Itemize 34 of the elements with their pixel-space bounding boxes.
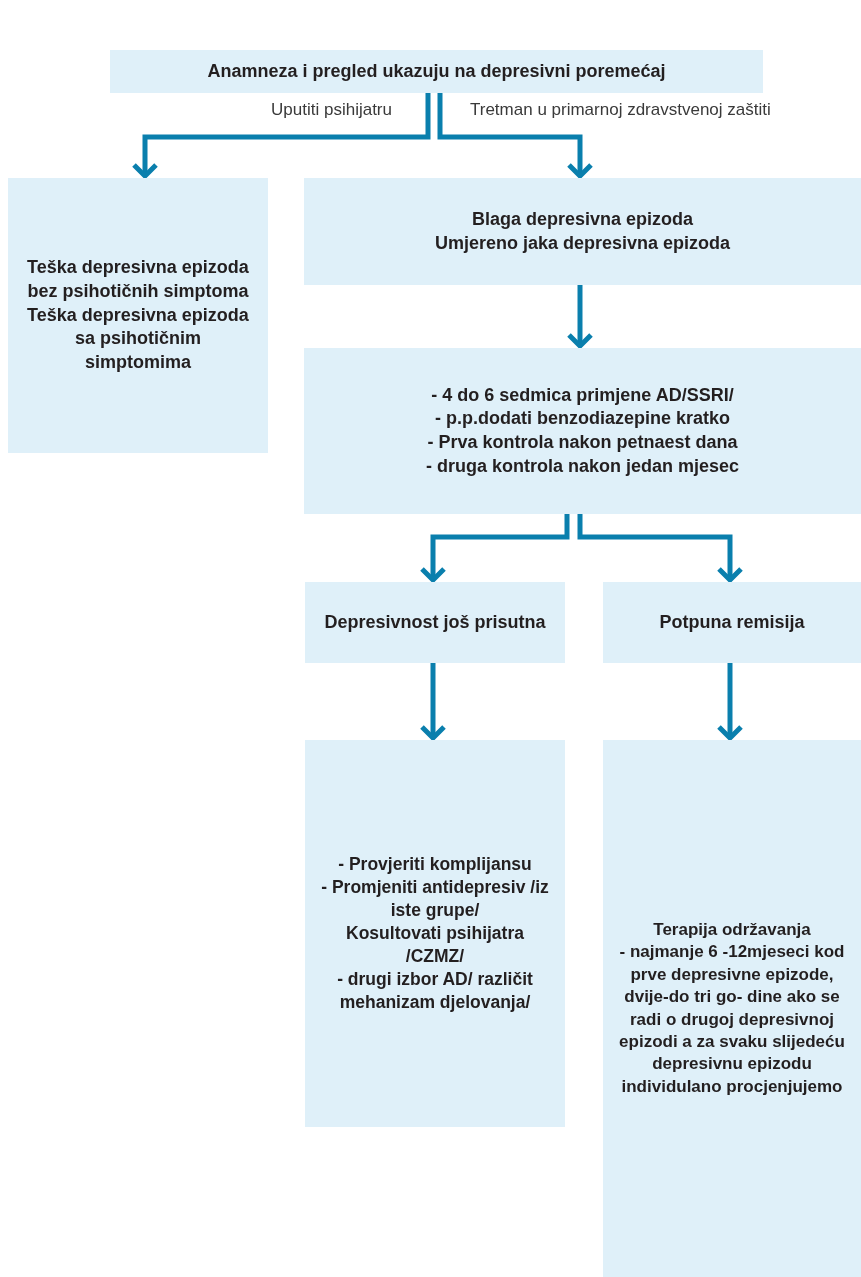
arrow — [437, 93, 594, 179]
arrow — [716, 663, 744, 741]
box-text: - drugi izbor AD/ različit mehanizam djelovanja/ — [336, 968, 534, 1015]
arrow — [577, 514, 744, 583]
arrow — [419, 663, 447, 741]
box-text: Terapija održavanja — [653, 918, 811, 941]
arrow — [419, 514, 570, 583]
box-text: - Prva kontrola nakon petnaest dana — [427, 431, 738, 454]
arrow — [131, 93, 431, 179]
process-box — [8, 178, 268, 453]
box-text: Depresivnost još prisutna — [324, 610, 546, 634]
box-text: - druga kontrola nakon jedan mjesec — [425, 454, 740, 478]
arrow — [566, 285, 594, 349]
box-text: Umjereno jaka depresivna epizoda — [434, 231, 731, 255]
box-text: - p.p.dodati benzodiazepine kratko — [435, 407, 730, 431]
box-text: - Provjeriti komplijansu — [338, 852, 532, 876]
process-box — [304, 178, 861, 285]
box-text: - 4 do 6 sedmica primjene AD/SSRI/ — [431, 383, 734, 407]
box-text: Teška depresivna epizoda sa psihotičnim simptomima — [26, 303, 250, 375]
box-text: - Promjeniti antidepresiv /iz iste grupe/ — [320, 875, 550, 922]
process-box — [304, 348, 861, 514]
box-text: Teška depresivna epizoda bez psihotičnih simptoma — [26, 256, 250, 303]
box-text: Kosultovati psihijatra /CZMZ/ — [345, 921, 525, 969]
box-text: Blaga depresivna epizoda — [471, 207, 694, 231]
edge-label: Uputiti psihijatru — [271, 100, 392, 120]
process-box — [603, 740, 861, 1277]
box-text: - najmanje 6 -12mjeseci kod prve depresivne epizode, dvije-do tri go- dine ako se radi o drugoj depresivnoj epizodi a za svaku slijedeću depresivnu epizodu individulano procjenjujemo — [618, 941, 846, 1098]
process-box — [110, 50, 763, 93]
process-box — [305, 582, 565, 663]
box-text: Anamneza i pregled ukazuju na depresivni poremećaj — [207, 59, 666, 83]
box-text: Potpuna remisija — [659, 610, 805, 634]
edge-label: Tretman u primarnoj zdravstvenoj zaštiti — [470, 100, 771, 120]
process-box — [305, 740, 565, 1127]
process-box — [603, 582, 861, 663]
